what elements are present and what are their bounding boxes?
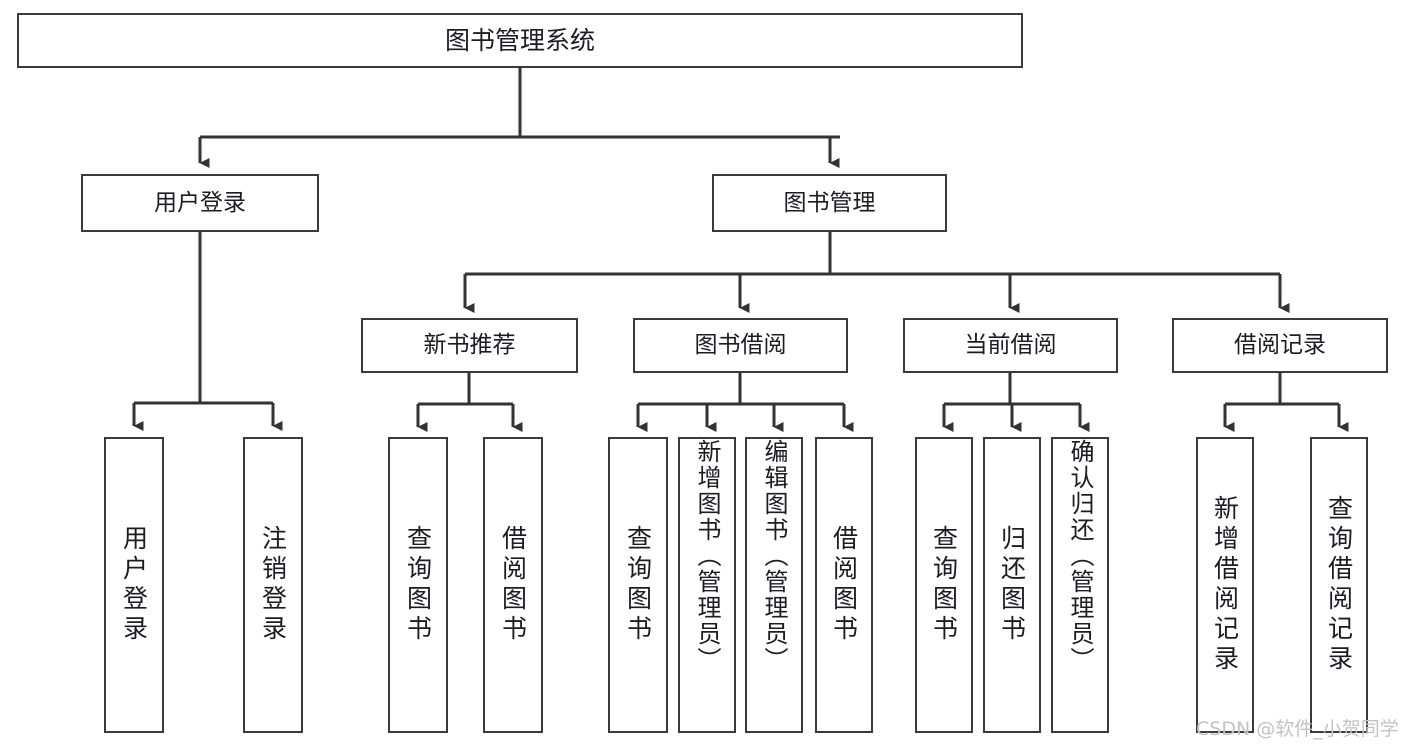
leaf-borrow-book-2-label: 借阅图书 [829,525,859,645]
leaf-user-logout-label: 注销登录 [258,525,288,645]
leaf-borrow-book-2[interactable]: 借阅图书 [815,437,873,733]
leaf-add-borrow-record-label: 新增借阅记录 [1210,495,1240,675]
node-new-book-recommend[interactable]: 新书推荐 [361,318,578,373]
leaf-query-borrow-record[interactable]: 查询借阅记录 [1310,437,1368,733]
node-book-borrow-label: 图书借阅 [694,332,787,358]
leaf-query-borrow-record-label: 查询借阅记录 [1324,495,1354,675]
node-current-borrow-label: 当前借阅 [964,332,1057,358]
leaf-user-login[interactable]: 用户登录 [104,437,164,733]
leaf-query-book-3-label: 查询图书 [929,525,959,645]
csdn-watermark: CSDN @软件_小贺同学 [1196,718,1399,740]
node-book-borrow[interactable]: 图书借阅 [633,318,848,373]
leaf-query-book-1[interactable]: 查询图书 [388,437,448,733]
node-book-management-label: 图书管理 [783,189,876,216]
leaf-return-book[interactable]: 归还图书 [983,437,1041,733]
node-root-label: 图书管理系统 [444,26,595,55]
leaf-add-book-admin-label: 新增图书（管理员） [693,439,721,673]
leaf-query-book-3[interactable]: 查询图书 [915,437,973,733]
leaf-edit-book-admin[interactable]: 编辑图书（管理员） [745,437,803,733]
leaf-confirm-return-admin-label: 确认归还（管理员） [1066,439,1094,673]
node-borrow-record-label: 借阅记录 [1234,332,1326,358]
leaf-add-borrow-record[interactable]: 新增借阅记录 [1196,437,1254,733]
leaf-query-book-2-label: 查询图书 [623,525,653,645]
node-new-book-recommend-label: 新书推荐 [423,332,516,358]
node-book-management[interactable]: 图书管理 [712,174,947,232]
leaf-user-logout[interactable]: 注销登录 [243,437,303,733]
node-user-login[interactable]: 用户登录 [81,174,319,232]
leaf-return-book-label: 归还图书 [997,525,1027,645]
node-user-login-label: 用户登录 [154,189,246,216]
leaf-confirm-return-admin[interactable]: 确认归还（管理员） [1051,437,1109,733]
leaf-add-book-admin[interactable]: 新增图书（管理员） [678,437,736,733]
leaf-borrow-book-1-label: 借阅图书 [498,525,528,645]
leaf-query-book-2[interactable]: 查询图书 [608,437,668,733]
leaf-query-book-1-label: 查询图书 [403,525,433,645]
leaf-user-login-label: 用户登录 [119,525,149,645]
leaf-edit-book-admin-label: 编辑图书（管理员） [760,439,788,673]
node-root[interactable]: 图书管理系统 [17,13,1023,68]
leaf-borrow-book-1[interactable]: 借阅图书 [483,437,543,733]
node-borrow-record[interactable]: 借阅记录 [1172,318,1388,373]
node-current-borrow[interactable]: 当前借阅 [903,318,1118,373]
